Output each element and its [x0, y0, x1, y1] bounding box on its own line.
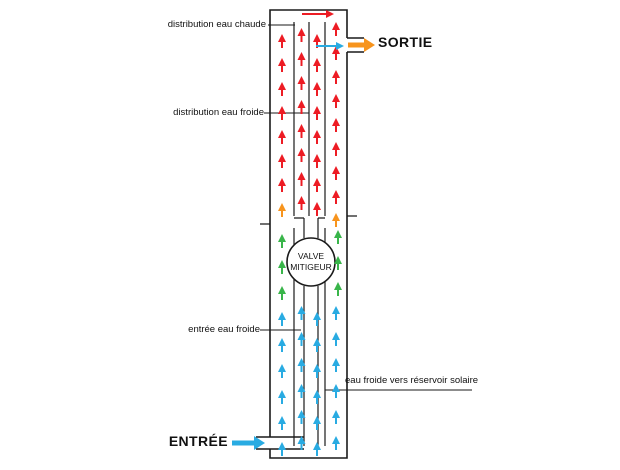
cold-flow-arrow [297, 410, 306, 424]
hot-flow-arrow [332, 142, 340, 156]
hot-flow-arrow [313, 154, 321, 168]
hot-flow-arrow [278, 34, 286, 48]
cold-flow-arrow [313, 390, 321, 404]
inner-pipes-top [293, 22, 326, 216]
hot-flow-arrow-top [302, 10, 334, 18]
label-sortie: SORTIE [378, 34, 433, 50]
hot-flow-arrow [313, 202, 321, 216]
hot-flow-arrow [297, 148, 306, 162]
label-eau-froide-reservoir-solaire: eau froide vers réservoir solaire [345, 375, 479, 386]
cold-flow-arrow [332, 332, 340, 346]
hot-flow-arrow [278, 178, 286, 192]
cold-flow-arrow [313, 416, 321, 430]
warm-flow-arrow [278, 203, 286, 217]
cold-flow-arrow-outlet [316, 42, 344, 50]
warm-flow-arrow [332, 213, 340, 227]
label-entree: ENTRÉE [168, 433, 228, 449]
hot-flow-arrow [278, 82, 286, 96]
hot-flow-arrow [278, 154, 286, 168]
sortie-arrow-icon [348, 38, 375, 52]
hot-flow-arrow [278, 130, 286, 144]
divider-ticks [260, 215, 357, 225]
hot-flow-arrow [297, 196, 306, 210]
hot-flow-arrow [297, 76, 306, 90]
mixed-flow-arrow [278, 260, 286, 274]
hot-flow-arrow [313, 82, 321, 96]
entree-arrow-icon [232, 436, 265, 450]
mixed-flow-arrow [278, 234, 286, 248]
valve-label-line2: MITIGEUR [290, 262, 332, 272]
cold-flow-arrow [313, 442, 321, 456]
cold-flow-arrow [313, 312, 321, 326]
cold-flow-arrow [332, 358, 340, 372]
hot-flow-arrow [278, 106, 286, 120]
hot-flow-arrow [332, 118, 340, 132]
valve-label-line1: VALVE [297, 251, 325, 261]
cold-flow-arrow [278, 364, 286, 378]
hot-flow-arrow [297, 124, 306, 138]
cold-flow-arrow [278, 390, 286, 404]
cold-flow-arrow [313, 338, 321, 352]
hot-flow-arrow [313, 178, 321, 192]
hot-flow-arrow [332, 94, 340, 108]
cold-flow-arrow [332, 306, 340, 320]
mixed-flow-arrow [278, 286, 286, 300]
label-distribution-eau-chaude: distribution eau chaude [167, 19, 266, 30]
hot-flow-arrow [313, 130, 321, 144]
outlet-pipe [347, 37, 364, 53]
valve-label: VALVE MITIGEUR [287, 251, 335, 273]
cold-flow-arrow [332, 436, 340, 450]
hot-flow-arrow [332, 22, 340, 36]
label-distribution-eau-froide: distribution eau froide [173, 107, 264, 118]
label-entree-eau-froide: entrée eau froide [188, 324, 260, 335]
cold-flow-arrow [297, 358, 306, 372]
hot-flow-arrow [297, 52, 306, 66]
cold-flow-arrow [297, 384, 306, 398]
hot-flow-arrow [332, 166, 340, 180]
mixed-flow-arrow [334, 282, 342, 296]
hot-flow-arrow [332, 190, 340, 204]
cold-flow-arrow [297, 306, 306, 320]
cold-flow-arrow [332, 410, 340, 424]
cold-flow-arrow [297, 436, 306, 450]
mixed-flow-arrow [334, 230, 342, 244]
cold-flow-arrow [278, 416, 286, 430]
cold-flow-arrow [313, 364, 321, 378]
cold-flow-arrow [278, 312, 286, 326]
cold-flow-arrow [278, 442, 286, 456]
hot-flow-arrow [278, 58, 286, 72]
cold-flow-arrow [278, 338, 286, 352]
hot-flow-arrow [332, 70, 340, 84]
hot-flow-arrow [297, 172, 306, 186]
cold-flow-arrow [332, 384, 340, 398]
mixed-flow-arrow [334, 256, 342, 270]
cold-flow-arrow [297, 332, 306, 346]
hot-flow-arrow [297, 100, 306, 114]
hot-flow-arrow [313, 58, 321, 72]
hot-flow-arrow [297, 28, 306, 42]
hot-flow-arrow [313, 106, 321, 120]
valve-stems [294, 217, 325, 446]
